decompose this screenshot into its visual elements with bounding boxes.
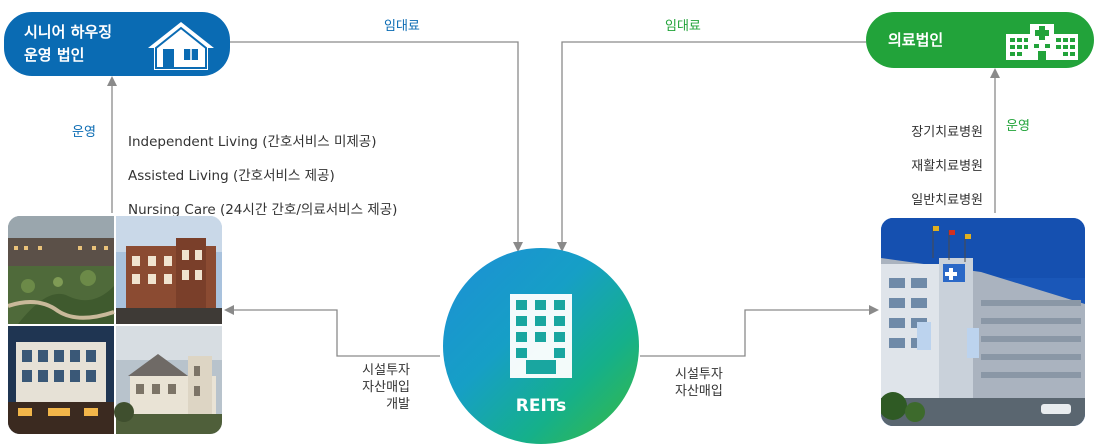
care-type-item: Nursing Care (24시간 간호/의료서비스 제공) — [128, 202, 398, 218]
rent-label-right: 임대료 — [665, 19, 701, 34]
house-icon — [148, 22, 214, 70]
investment-label-left: 시설투자 자산매입 개발 — [362, 363, 410, 412]
medical-corporation-node: 의료법인 — [866, 12, 1094, 68]
arrow-invest-right — [640, 305, 879, 357]
care-types-list: Independent Living (간호서비스 미제공) Assisted … — [128, 117, 397, 236]
hospital-icon — [1006, 24, 1078, 60]
hospital-type-item: 일반치료병원 — [911, 193, 983, 208]
reits-label: REITs — [515, 396, 567, 416]
care-type-item: Assisted Living (간호서비스 제공) — [128, 168, 335, 184]
building-icon — [510, 294, 572, 378]
senior-photo-brick-building — [116, 216, 222, 324]
arrow-rent-right — [557, 41, 866, 252]
hospital-type-item: 재활치료병원 — [911, 159, 983, 174]
investment-label-right: 시설투자 자산매입 — [675, 367, 723, 399]
hospital-types-list: 장기치료병원 재활치료병원 일반치료병원 — [903, 107, 983, 226]
operate-label-right: 운영 — [1006, 119, 1030, 134]
senior-housing-photo-collage — [8, 216, 222, 434]
care-type-item: Independent Living (간호서비스 미제공) — [128, 134, 377, 150]
senior-photo-modern-building — [8, 326, 114, 434]
senior-housing-operator-label: 시니어 하우징 운영 법인 — [24, 23, 113, 64]
senior-photo-courtyard — [8, 216, 115, 324]
medical-corporation-label: 의료법인 — [888, 30, 944, 49]
hospital-photo — [881, 218, 1085, 426]
reits-node: REITs — [443, 248, 639, 444]
hospital-type-item: 장기치료병원 — [911, 125, 983, 140]
operate-label-left: 운영 — [72, 125, 96, 140]
senior-photo-victorian-building — [114, 326, 222, 434]
rent-label-left: 임대료 — [384, 19, 420, 34]
senior-housing-operator-node: 시니어 하우징 운영 법인 — [4, 12, 230, 76]
arrow-invest-left — [224, 305, 440, 357]
arrow-rent-left — [230, 41, 523, 252]
